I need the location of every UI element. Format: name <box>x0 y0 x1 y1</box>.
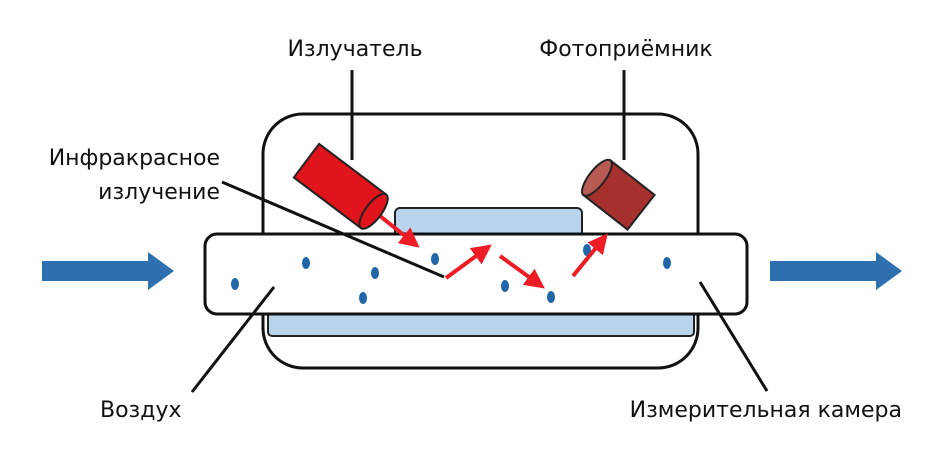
chamber-label: Измерительная камера <box>630 398 902 423</box>
chamber-leader <box>698 281 769 392</box>
particle <box>431 253 439 265</box>
ray-segment <box>444 244 492 280</box>
photodetector-label: Фотоприёмник <box>539 37 712 62</box>
infrared-leader <box>221 180 445 279</box>
air-leader <box>190 286 276 393</box>
ray-segment <box>498 254 545 289</box>
leader-lines <box>190 70 769 393</box>
emitter-label: Излучатель <box>287 37 422 62</box>
particle <box>359 292 367 304</box>
measuring-chamber <box>203 232 749 316</box>
air-label: Воздух <box>100 398 182 423</box>
air-outflow-arrow <box>770 252 902 290</box>
infrared-label-line2: излучение <box>98 180 220 205</box>
infrared-label-line1: Инфракрасное <box>49 146 220 171</box>
infrared-rays <box>373 210 608 289</box>
air-inflow-arrow <box>42 252 174 290</box>
particle <box>302 257 310 269</box>
particle <box>501 280 509 292</box>
particle <box>371 267 379 279</box>
emitter <box>292 142 389 230</box>
particles <box>231 244 671 304</box>
photodetector <box>580 158 657 231</box>
ray-segment <box>373 210 420 248</box>
particle <box>547 291 555 303</box>
ray-segment <box>571 233 608 278</box>
particle <box>663 257 671 269</box>
particle <box>231 278 239 290</box>
